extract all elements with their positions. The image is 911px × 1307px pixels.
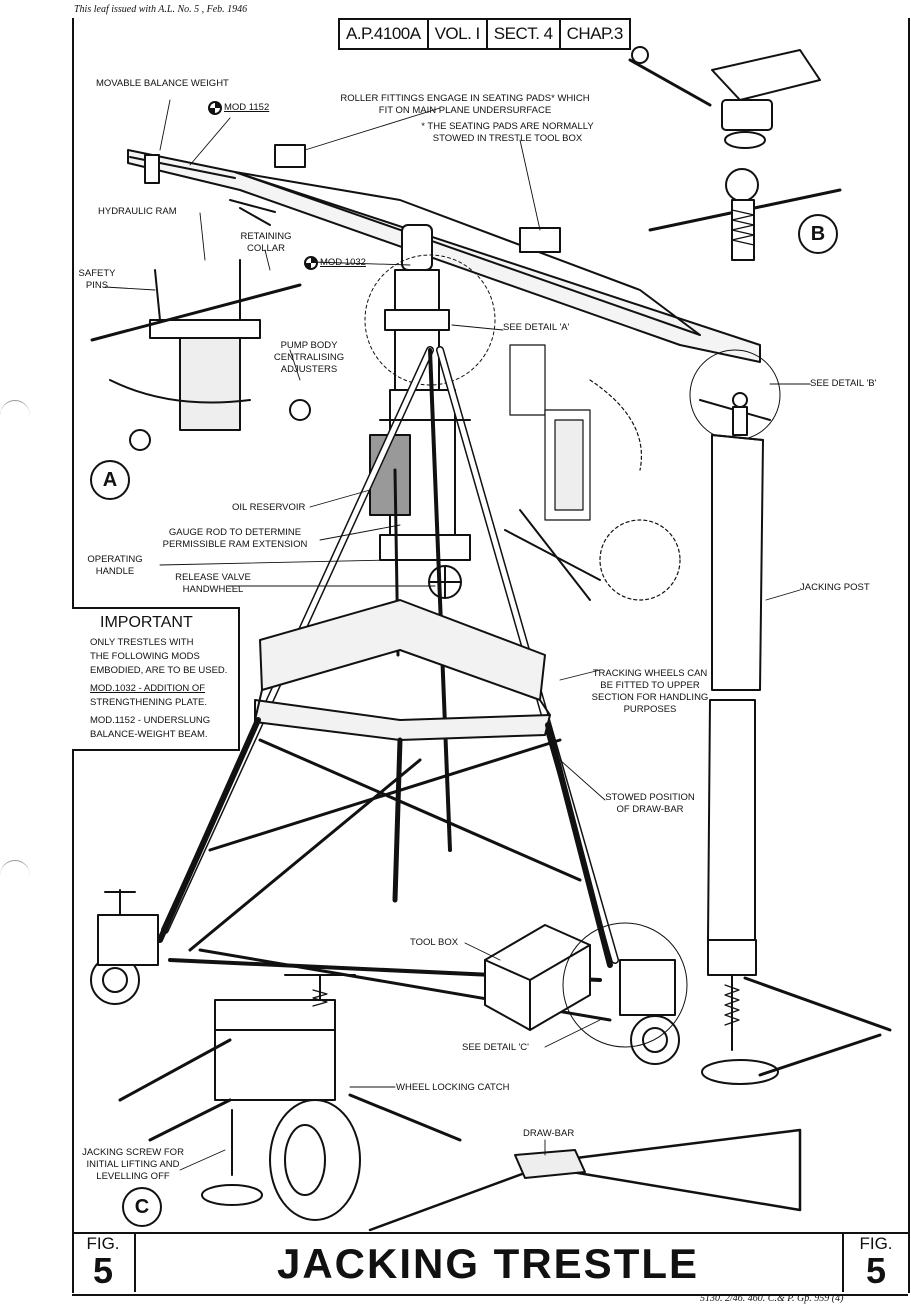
balance-beam (127, 144, 761, 363)
label-see-detail-c: SEE DETAIL 'C' (462, 1042, 529, 1053)
label-oil-reservoir: OIL RESERVOIR (232, 502, 306, 513)
label-stowed-position: STOWED POSITION OF DRAW-BAR (605, 792, 695, 815)
page-title: JACKING TRESTLE (276, 1240, 700, 1287)
label-safety-pins: SAFETY PINS (78, 268, 116, 291)
important-line: BALANCE-WEIGHT BEAM. (90, 729, 208, 740)
draw-bar (368, 1128, 802, 1232)
detail-c-drawing (118, 974, 462, 1221)
label-see-detail-a: SEE DETAIL 'A' (503, 322, 570, 333)
detail-a-marker: A (90, 460, 130, 500)
leader-lines (104, 99, 811, 1171)
important-line: MOD.1032 - ADDITION OF (90, 683, 206, 694)
footer-band (72, 1232, 908, 1296)
important-line: STRENGTHENING PLATE. (90, 697, 208, 708)
label-tracking-wheels: TRACKING WHEELS CAN BE FITTED TO UPPER S… (591, 668, 709, 715)
label-retaining-collar: RETAINING COLLAR (240, 231, 292, 254)
label-release-valve: RELEASE VALVE HANDWHEEL (175, 572, 251, 595)
fig-word: FIG. (86, 1234, 120, 1253)
label-seating-pads-note: * THE SEATING PADS ARE NORMALLY STOWED I… (421, 121, 594, 144)
label-hydraulic-ram: HYDRAULIC RAM (98, 206, 177, 217)
fig-number: 5 (92, 1250, 114, 1291)
ref-vol: VOL. I (429, 20, 488, 48)
fig-word: FIG. (859, 1234, 893, 1253)
ref-ap: A.P.4100A (340, 20, 429, 48)
jacking-post (689, 349, 892, 1085)
detail-a-drawing (90, 259, 311, 451)
punch-mark (0, 860, 30, 891)
detail-c-marker: C (122, 1187, 162, 1227)
important-line: THE FOLLOWING MODS (90, 651, 200, 662)
label-mod-1032: MOD 1032 (320, 257, 366, 268)
fig-number: 5 (865, 1250, 887, 1291)
punch-mark (0, 400, 30, 431)
label-jacking-screw: JACKING SCREW FOR INITIAL LIFTING AND LE… (82, 1147, 184, 1182)
fig-label-left: FIG. 5 (72, 1232, 136, 1292)
label-jacking-post: JACKING POST (800, 582, 870, 593)
ref-sect: SECT. 4 (488, 20, 561, 48)
reference-box: A.P.4100A VOL. I SECT. 4 CHAP.3 (338, 18, 631, 50)
printer-note: 5130. 2/46. 460. C.& P. Gp. 959 (4) (700, 1293, 844, 1304)
label-gauge-rod: GAUGE ROD TO DETERMINE PERMISSIBLE RAM E… (162, 527, 308, 550)
important-line: MOD.1152 - UNDERSLUNG (90, 715, 211, 726)
trestle-legs (90, 346, 688, 1065)
detail-b-drawing (628, 46, 842, 261)
label-see-detail-b: SEE DETAIL 'B' (810, 378, 877, 389)
important-line: EMBODIED, ARE TO BE USED. (90, 665, 228, 676)
label-pump-body: PUMP BODY CENTRALISING ADJUSTERS (273, 340, 345, 375)
fig-label-right: FIG. 5 (842, 1232, 908, 1292)
label-roller-fittings: ROLLER FITTINGS ENGAGE IN SEATING PADS* … (340, 93, 590, 116)
ram-column (369, 224, 471, 657)
important-line: ONLY TRESTLES WITH (90, 637, 194, 648)
label-operating-handle: OPERATING HANDLE (87, 554, 143, 577)
ref-chap: CHAP.3 (566, 24, 624, 43)
label-movable-balance-weight: MOVABLE BALANCE WEIGHT (96, 78, 229, 89)
label-draw-bar: DRAW-BAR (523, 1128, 575, 1139)
important-title: IMPORTANT (100, 614, 193, 631)
issue-note: This leaf issued with A.L. No. 5 , Feb. … (74, 4, 248, 15)
important-box: IMPORTANT ONLY TRESTLES WITH THE FOLLOWI… (72, 607, 240, 751)
detail-b-marker: B (798, 214, 838, 254)
label-wheel-locking-catch: WHEEL LOCKING CATCH (396, 1082, 510, 1093)
label-mod-1152: MOD 1152 (224, 102, 270, 113)
background-frame (504, 344, 681, 601)
label-tool-box: TOOL BOX (410, 937, 459, 948)
